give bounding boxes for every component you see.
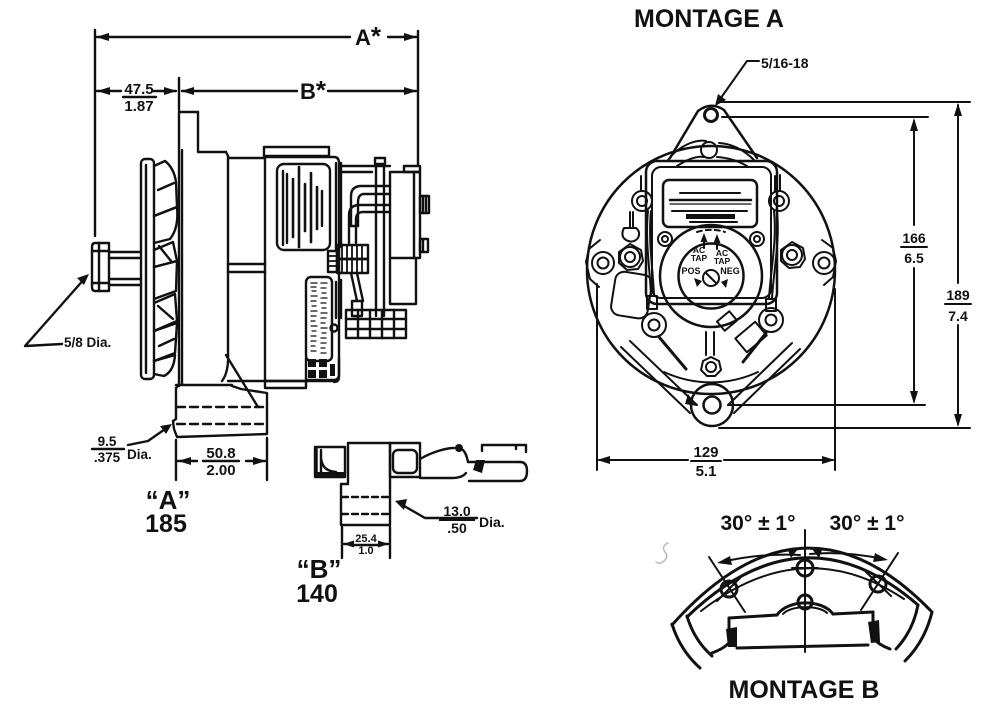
- svg-text:166: 166: [902, 230, 926, 246]
- svg-text:9.5: 9.5: [98, 434, 117, 449]
- svg-text:A*: A*: [355, 21, 382, 51]
- svg-text:Dia.: Dia.: [479, 514, 505, 530]
- svg-text:AC: AC: [716, 248, 728, 258]
- svg-text:50.8: 50.8: [206, 445, 235, 462]
- svg-text:6.5: 6.5: [904, 250, 924, 266]
- svg-text:MONTAGE A: MONTAGE A: [634, 5, 784, 33]
- svg-text:30° ± 1°: 30° ± 1°: [829, 512, 904, 535]
- svg-text:MONTAGE B: MONTAGE B: [729, 676, 880, 704]
- svg-text:5/8 Dia.: 5/8 Dia.: [64, 335, 111, 350]
- svg-text:13.0: 13.0: [443, 503, 470, 519]
- svg-text:30° ± 1°: 30° ± 1°: [720, 512, 795, 535]
- svg-text:“A”: “A”: [146, 485, 191, 515]
- svg-text:.50: .50: [447, 520, 467, 536]
- svg-text:5/16-18: 5/16-18: [761, 55, 809, 71]
- svg-text:AC: AC: [693, 245, 705, 255]
- svg-text:1.87: 1.87: [124, 98, 153, 115]
- svg-text:2.00: 2.00: [206, 462, 235, 479]
- svg-text:POS: POS: [681, 266, 700, 276]
- svg-text:Dia.: Dia.: [127, 447, 152, 462]
- svg-text:TAP: TAP: [691, 253, 708, 263]
- svg-text:“B”: “B”: [297, 554, 342, 584]
- svg-text:1.0: 1.0: [358, 545, 373, 557]
- svg-text:25.4: 25.4: [355, 533, 377, 545]
- svg-text:7.4: 7.4: [948, 308, 968, 324]
- svg-text:.375: .375: [94, 450, 121, 465]
- svg-text:TAP: TAP: [714, 256, 731, 266]
- svg-text:129: 129: [693, 444, 718, 461]
- svg-text:5.1: 5.1: [696, 463, 717, 480]
- svg-text:189: 189: [946, 287, 970, 303]
- svg-text:140: 140: [296, 580, 338, 608]
- svg-text:B*: B*: [300, 75, 327, 105]
- svg-text:185: 185: [145, 510, 187, 538]
- svg-text:NEG: NEG: [720, 266, 740, 276]
- svg-text:47.5: 47.5: [124, 81, 153, 98]
